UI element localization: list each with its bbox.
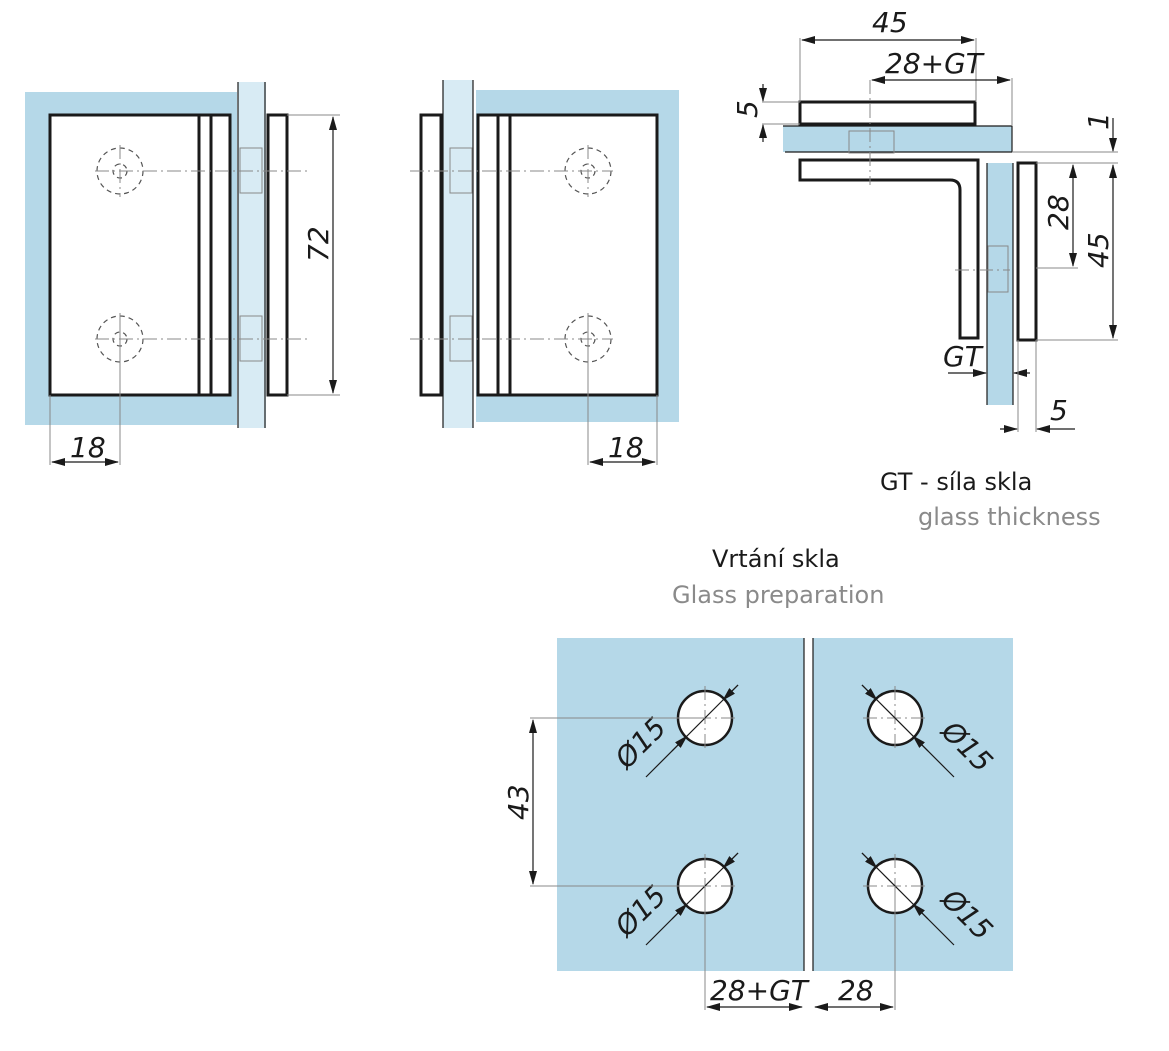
- dim-28-hole: 28: [1042, 194, 1075, 230]
- glass-horizontal: [783, 126, 1012, 152]
- gt-legend-en: glass thickness: [918, 503, 1101, 531]
- glass-prep-title-cz: Vrtání skla: [712, 545, 840, 573]
- dim-5-plate: 5: [731, 100, 764, 118]
- dim-43: 43: [502, 784, 535, 820]
- door-glass-edge: [443, 80, 473, 428]
- door-glass-edge: [238, 82, 266, 428]
- glass-prep-title-en: Glass preparation: [672, 581, 884, 609]
- glass-panel-left: [557, 638, 804, 971]
- screw-hole-top: [95, 145, 310, 197]
- clamp-plate: [266, 113, 289, 397]
- dim-18-left: 18: [70, 431, 106, 464]
- gt-legend-cz: GT - síla skla: [880, 468, 1032, 496]
- hinge-body: [476, 113, 659, 397]
- front-view-right: 18: [410, 80, 679, 466]
- dim-28-gt: 28+GT: [885, 47, 985, 80]
- side-clamp-plate: [1016, 161, 1038, 342]
- dim-gt: GT: [943, 340, 984, 373]
- front-view-left: 72 18: [25, 82, 340, 466]
- screw-hole-top: [410, 145, 613, 197]
- l-bracket: [798, 158, 980, 340]
- dim-45-height: 45: [1082, 232, 1115, 268]
- dim-18-right: 18: [608, 431, 644, 464]
- glass-vertical: [987, 163, 1013, 405]
- screw-hole-bottom: [410, 313, 613, 465]
- screw-hole-bottom: [95, 313, 310, 465]
- dim-5-outer: 5: [1050, 394, 1068, 427]
- dim-72: 72: [302, 226, 335, 262]
- top-view: 45 28+GT 5 1 28 45 GT 5: [731, 6, 1118, 433]
- dim-28-prep: 28: [838, 974, 874, 1007]
- dim-28-gt-prep: 28+GT: [710, 974, 810, 1007]
- dim-45-width: 45: [872, 6, 908, 39]
- clamp-plate: [419, 113, 443, 397]
- top-clamp-plate: [798, 100, 977, 126]
- hinge-body: [48, 113, 232, 397]
- dim-1-gap: 1: [1082, 112, 1115, 130]
